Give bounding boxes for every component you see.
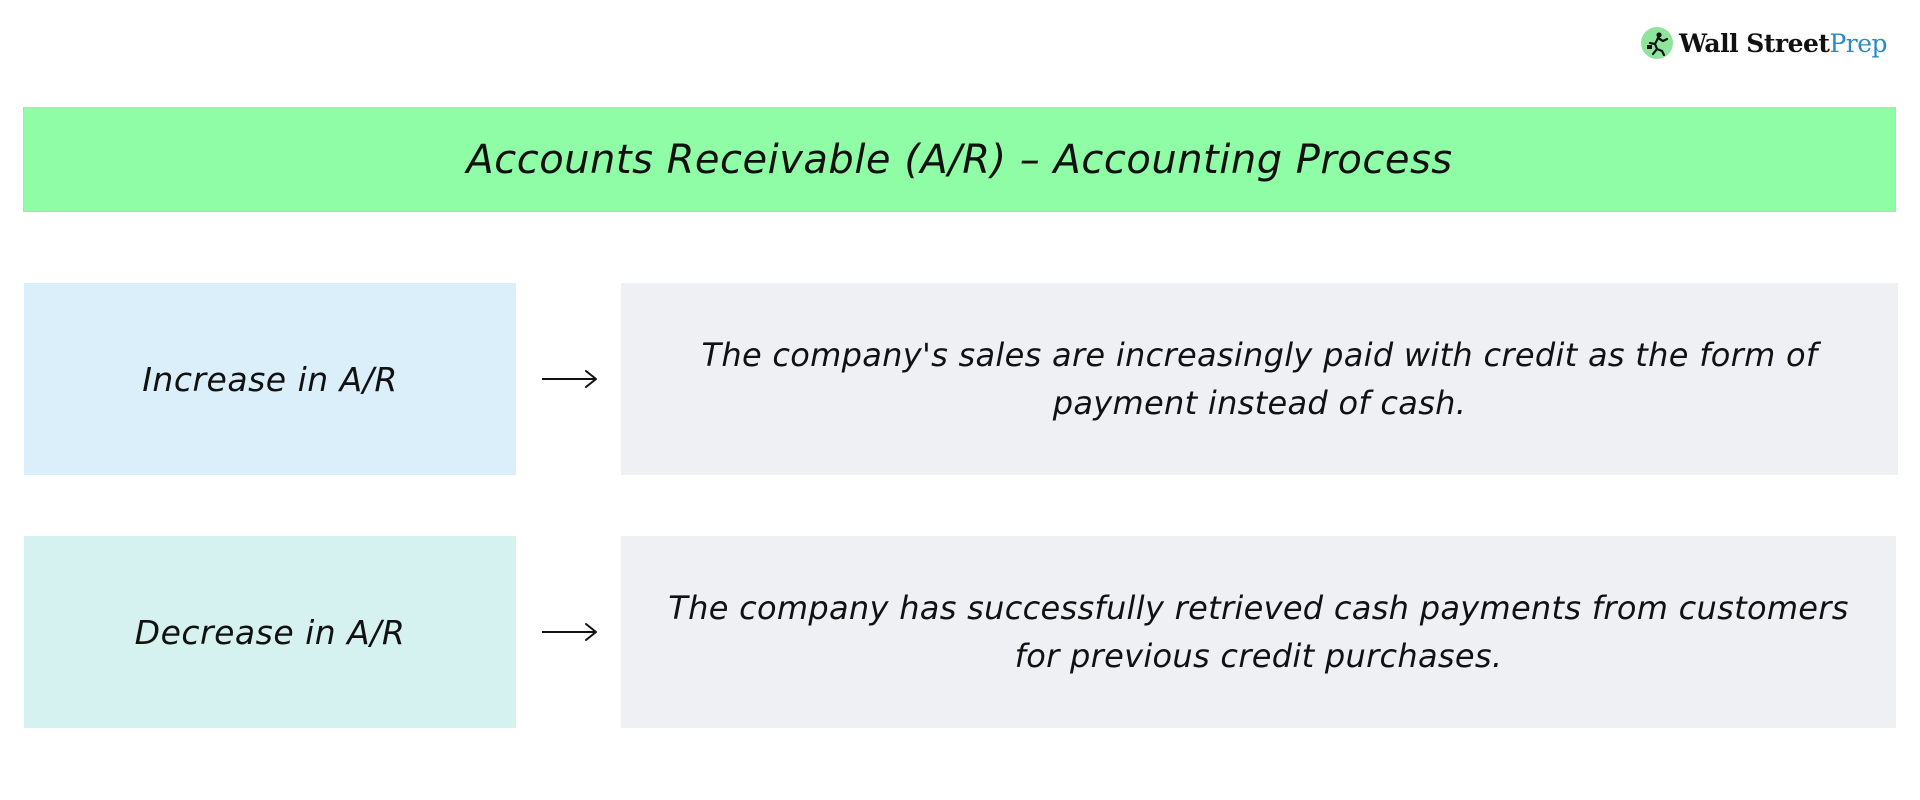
logo-wordmark: Wall StreetPrep: [1679, 28, 1888, 58]
right-arrow-icon: [540, 612, 600, 652]
increase-ar-row: Increase in A/R The company's sales are …: [0, 283, 1920, 475]
increase-ar-box: Increase in A/R: [24, 283, 516, 475]
increase-ar-label: Increase in A/R: [142, 359, 398, 399]
logo-brand-primary: Wall Street: [1679, 28, 1830, 58]
decrease-ar-description-box: The company has successfully retrieved c…: [621, 536, 1896, 728]
decrease-ar-row: Decrease in A/R The company has successf…: [0, 536, 1920, 728]
title-banner: Accounts Receivable (A/R) – Accounting P…: [23, 107, 1896, 212]
decrease-ar-description: The company has successfully retrieved c…: [668, 589, 1849, 675]
increase-ar-description: The company's sales are increasingly pai…: [701, 336, 1818, 422]
running-man-icon: [1641, 27, 1673, 59]
wall-street-prep-logo: Wall StreetPrep: [1641, 26, 1888, 60]
right-arrow-icon: [540, 359, 600, 399]
logo-brand-secondary: Prep: [1829, 28, 1888, 58]
increase-ar-description-box: The company's sales are increasingly pai…: [621, 283, 1898, 475]
page-title: Accounts Receivable (A/R) – Accounting P…: [466, 136, 1453, 183]
decrease-ar-box: Decrease in A/R: [24, 536, 516, 728]
decrease-ar-label: Decrease in A/R: [134, 612, 406, 652]
